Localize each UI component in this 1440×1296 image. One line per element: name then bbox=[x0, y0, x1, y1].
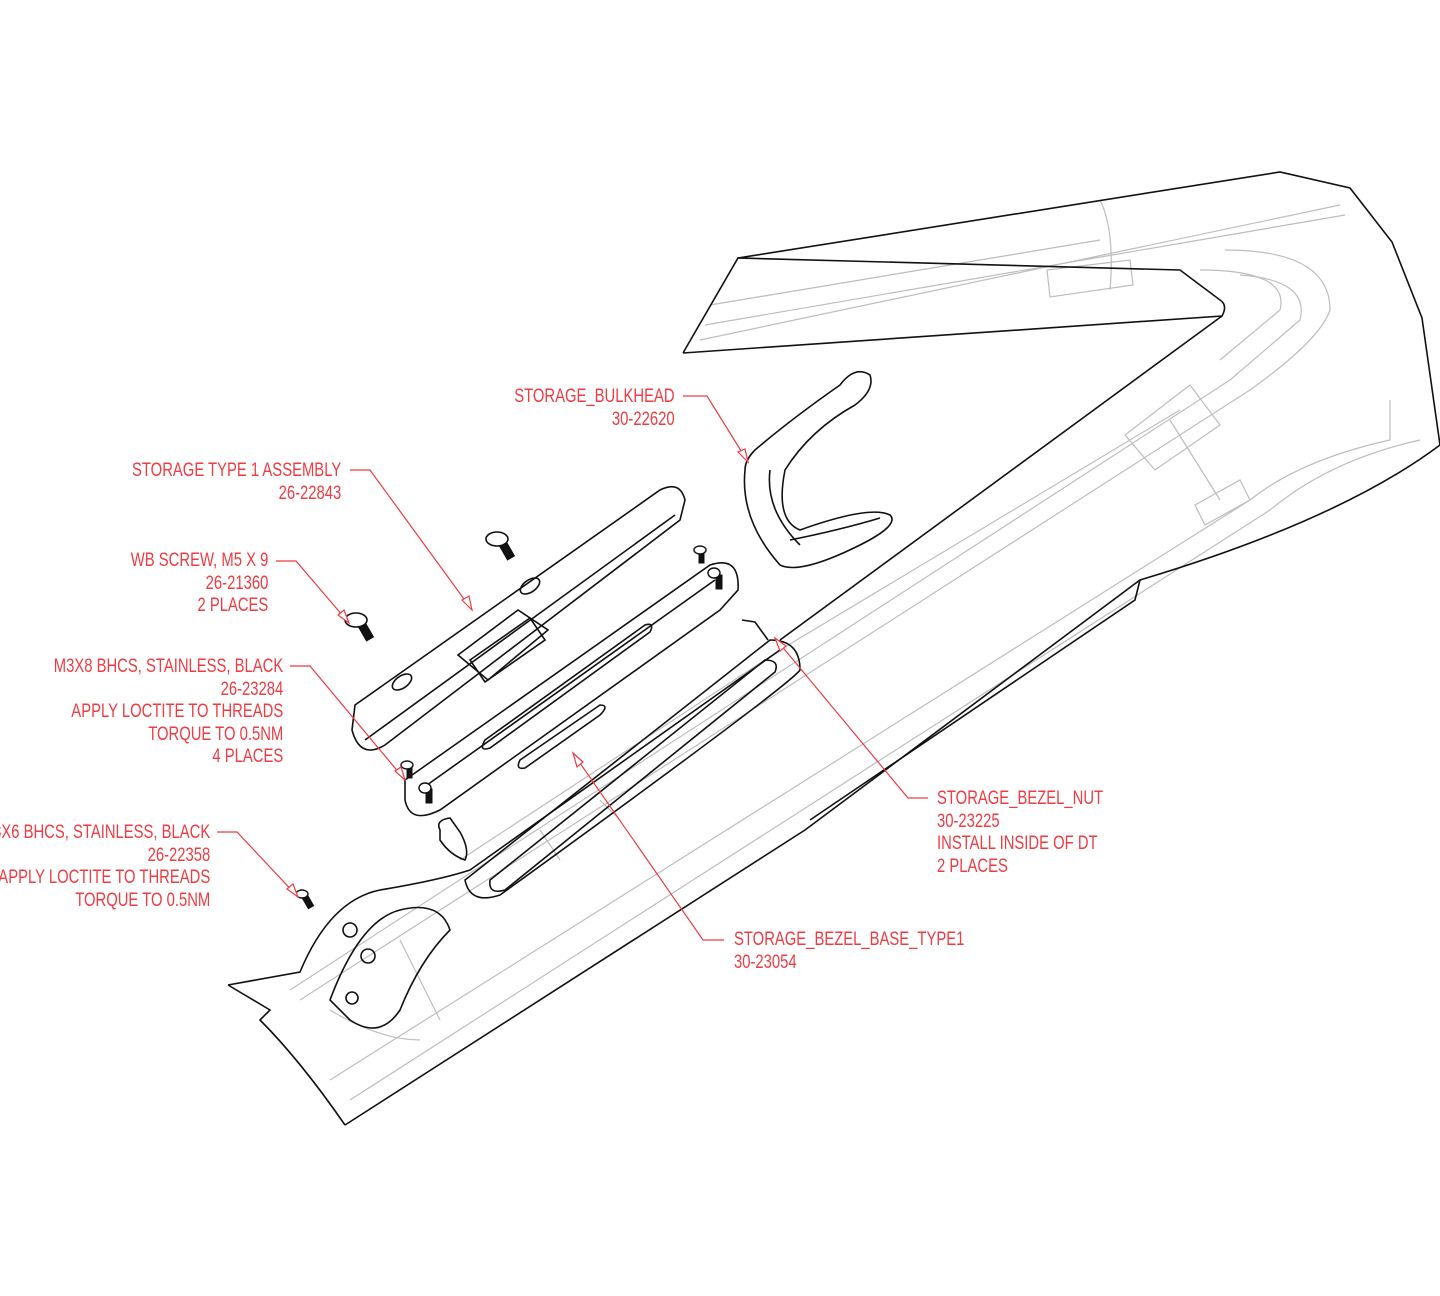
screws bbox=[295, 531, 723, 910]
callout-note: INSTALL INSIDE OF DT bbox=[937, 833, 1098, 854]
frame-outline bbox=[227, 171, 1440, 1126]
leader-arrowheads bbox=[286, 448, 787, 899]
screw-icon bbox=[418, 782, 433, 804]
callout-part-number: 30-22620 bbox=[612, 408, 675, 430]
callout-m3x6-screw: M3X6 BHCS, STAINLESS, BLACK 26-22358 APP… bbox=[0, 822, 210, 912]
callout-storage-assembly: STORAGE TYPE 1 ASSEMBLY 26-22843 bbox=[132, 460, 341, 505]
callout-part-name: WB SCREW, M5 X 9 bbox=[130, 550, 268, 571]
callout-storage-bezel-base: STORAGE_BEZEL_BASE_TYPE1 30-23054 bbox=[734, 929, 964, 974]
leader-lines bbox=[217, 395, 928, 941]
frame-hidden-lines bbox=[289, 199, 1421, 1101]
callout-part-number: 30-23225 bbox=[937, 810, 1000, 832]
callout-note: 2 PLACES bbox=[937, 855, 1008, 877]
callout-storage-bulkhead: STORAGE_BULKHEAD 30-22620 bbox=[515, 386, 675, 431]
storage-lid-part bbox=[351, 485, 686, 751]
screw-icon bbox=[295, 889, 315, 910]
callout-storage-bezel-nut: STORAGE_BEZEL_NUT 30-23225 INSTALL INSID… bbox=[937, 788, 1103, 878]
screw-icon bbox=[707, 567, 723, 590]
callout-part-name: STORAGE TYPE 1 ASSEMBLY bbox=[131, 460, 341, 481]
callout-part-name: STORAGE_BEZEL_BASE_TYPE1 bbox=[734, 929, 965, 950]
callout-part-number: 26-21360 bbox=[205, 572, 268, 594]
leader-bezel-nut bbox=[774, 637, 928, 799]
callout-note: APPLY LOCTITE TO THREADS bbox=[71, 701, 283, 722]
screw-icon bbox=[400, 760, 414, 779]
storage-bulkhead-part bbox=[743, 370, 893, 569]
callout-part-number: 30-23054 bbox=[734, 951, 797, 973]
screw-icon bbox=[344, 612, 375, 642]
callout-note: APPLY LOCTITE TO THREADS bbox=[0, 867, 211, 888]
leader-bulkhead bbox=[683, 395, 749, 463]
callout-note: TORQUE TO 0.5NM bbox=[74, 889, 210, 911]
callout-part-number: 26-23284 bbox=[220, 678, 283, 700]
leader-assembly bbox=[350, 469, 473, 611]
storage-bezel-part bbox=[404, 562, 739, 817]
callout-note: TORQUE TO 0.5NM bbox=[147, 723, 283, 745]
bezel-base-part bbox=[437, 619, 801, 899]
callout-m3x8-screw: M3X8 BHCS, STAINLESS, BLACK 26-23284 APP… bbox=[53, 656, 283, 769]
screw-icon bbox=[693, 545, 707, 564]
leader-wb-screw bbox=[276, 560, 350, 624]
callout-part-name: M3X8 BHCS, STAINLESS, BLACK bbox=[53, 656, 283, 677]
callout-part-name: STORAGE_BEZEL_NUT bbox=[937, 788, 1104, 809]
callout-part-name: M3X6 BHCS, STAINLESS, BLACK bbox=[0, 822, 210, 843]
leader-m3x8 bbox=[290, 665, 406, 781]
callout-wb-screw: WB SCREW, M5 X 9 26-21360 2 PLACES bbox=[130, 550, 268, 618]
callout-note: 4 PLACES bbox=[212, 746, 283, 767]
callout-part-number: 26-22358 bbox=[147, 844, 210, 866]
callout-part-name: STORAGE_BULKHEAD bbox=[514, 386, 675, 407]
callout-part-number: 26-22843 bbox=[278, 482, 341, 504]
leader-m3x6 bbox=[217, 831, 299, 898]
leader-bezel-base bbox=[572, 752, 724, 941]
screw-icon bbox=[485, 531, 516, 561]
callout-note: 2 PLACES bbox=[197, 595, 268, 616]
